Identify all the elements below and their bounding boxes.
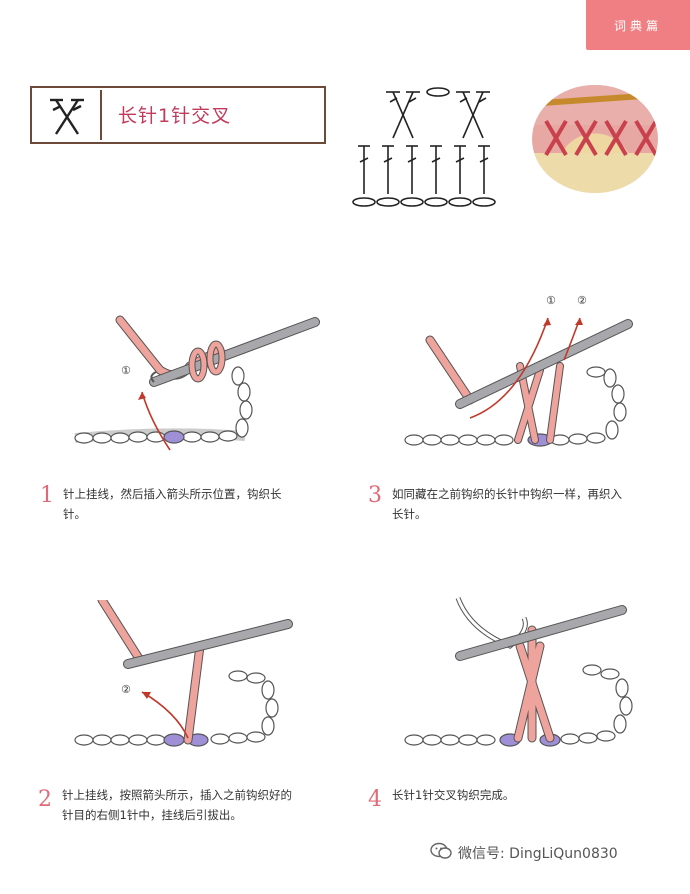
- title-box: [30, 86, 326, 144]
- page-title: 长针1针交叉: [118, 105, 232, 127]
- wechat-watermark: 微信号: DingLiQun0830: [430, 842, 618, 864]
- step-2-illustration: [74, 600, 293, 747]
- symbol-chart-diagram: [352, 87, 496, 207]
- step-4-number: 4: [368, 787, 382, 812]
- section-tab: 词典篇: [586, 0, 690, 50]
- sample-photo: [532, 85, 658, 193]
- watermark-text: 微信号: DingLiQun0830: [458, 846, 618, 862]
- step-1-number: 1: [40, 483, 54, 508]
- step-1-text: 针上挂线，然后插入箭头所示位置，钩织长 针。: [63, 487, 282, 521]
- step-3-arrow-label-1: ①: [546, 294, 556, 307]
- step-1-illustration: [74, 315, 320, 451]
- step-2-number: 2: [38, 787, 52, 812]
- step-3-arrow-label-2: ②: [577, 294, 587, 307]
- step-1-arrow-label: ①: [121, 364, 131, 377]
- step-4-text: 长针1针交叉钩织完成。: [392, 788, 515, 802]
- step-4-illustration: [404, 597, 633, 747]
- step-2-text: 针上挂线，按照箭头所示，插入之前钩织好的 针目的右侧1针中，挂线后引拔出。: [62, 788, 292, 822]
- step-3-illustration: [404, 317, 633, 447]
- wechat-icon: [430, 842, 452, 864]
- step-3-text: 如同藏在之前钩织的长针中钩织一样，再织入 长针。: [392, 487, 622, 521]
- crossed-double-crochet-symbol: [34, 90, 102, 140]
- step-2-arrow-label: ②: [121, 683, 131, 696]
- step-3-number: 3: [368, 483, 382, 508]
